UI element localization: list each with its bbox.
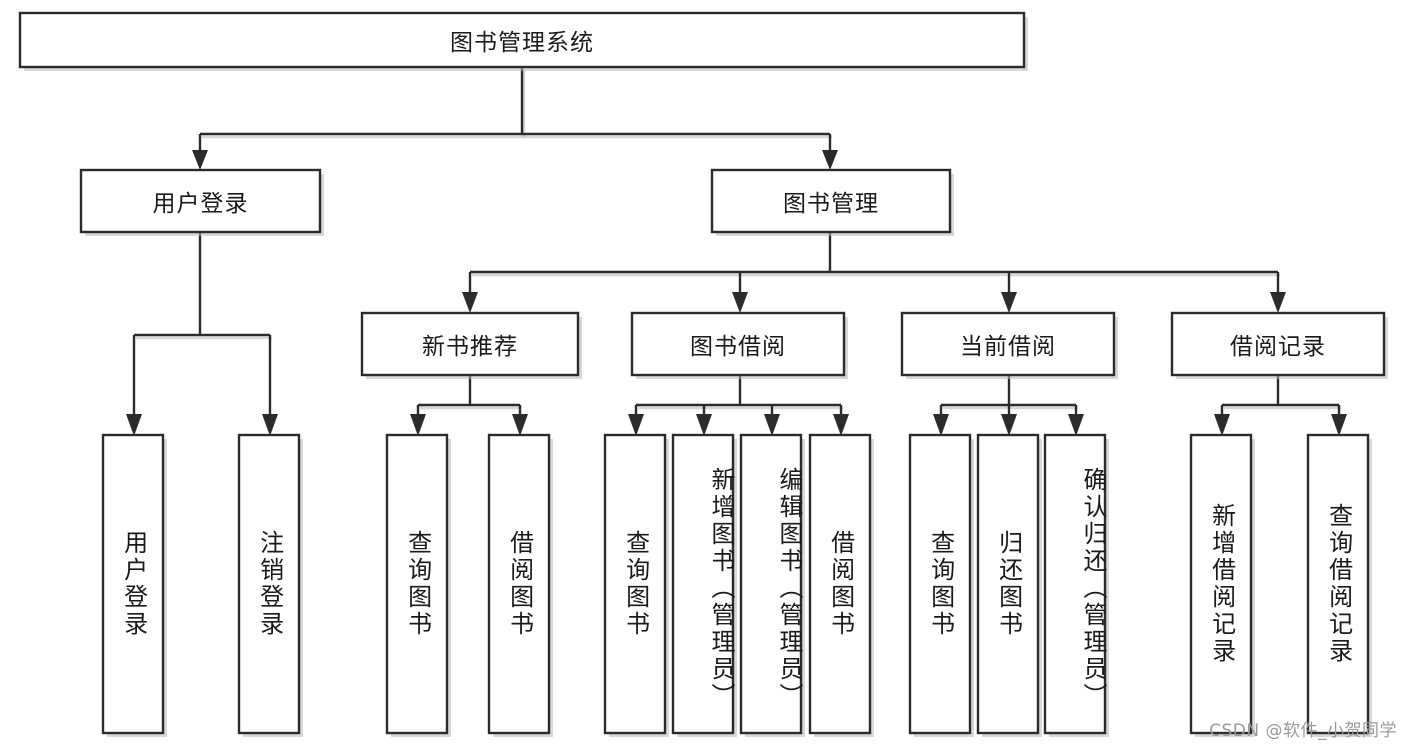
label-leaf-query-book-1: 查询图书 xyxy=(403,530,432,638)
arrow-leaf-query-book-2 xyxy=(628,414,644,436)
node-root[interactable] xyxy=(18,11,1026,69)
arrow-leaf-borrow-book-1 xyxy=(512,414,528,436)
arrow-leaf-logout xyxy=(262,414,278,436)
connector-layer xyxy=(126,67,1347,436)
node-leaf-borrow-book-2[interactable] xyxy=(808,433,872,735)
node-leaf-user-login[interactable] xyxy=(101,433,165,735)
label-leaf-borrow-book-2: 借阅图书 xyxy=(826,530,855,638)
node-leaf-return-book[interactable] xyxy=(976,433,1040,735)
node-leaf-edit-book[interactable] xyxy=(739,433,803,735)
arrow-user-login xyxy=(192,150,208,170)
arrow-book-borrow xyxy=(732,292,748,313)
node-book-borrow[interactable] xyxy=(630,311,846,377)
node-leaf-add-book[interactable] xyxy=(671,433,735,735)
box-layer xyxy=(18,11,1386,735)
label-leaf-query-record: 查询借阅记录 xyxy=(1324,503,1353,665)
label-leaf-edit-book: 编辑图书（管理员） xyxy=(775,466,803,710)
label-leaf-add-record: 新增借阅记录 xyxy=(1207,503,1236,665)
node-leaf-add-record[interactable] xyxy=(1189,433,1253,735)
label-leaf-borrow-book-1: 借阅图书 xyxy=(505,530,534,638)
label-leaf-query-book-3: 查询图书 xyxy=(926,530,955,638)
node-book-management[interactable] xyxy=(710,168,952,234)
arrow-leaf-confirm-return xyxy=(1068,414,1084,436)
node-leaf-borrow-book-1[interactable] xyxy=(487,433,551,735)
label-book-management: 图书管理 xyxy=(783,191,879,217)
arrow-leaf-user-login xyxy=(126,414,142,436)
arrow-leaf-query-record xyxy=(1331,414,1347,436)
arrow-borrow-record xyxy=(1270,292,1286,313)
arrow-leaf-add-book xyxy=(696,414,712,436)
label-leaf-logout: 注销登录 xyxy=(255,530,284,638)
node-new-book-recommend[interactable] xyxy=(360,311,580,377)
label-current-borrow: 当前借阅 xyxy=(960,334,1056,360)
node-user-login[interactable] xyxy=(79,168,322,234)
node-current-borrow[interactable] xyxy=(900,311,1116,377)
label-leaf-add-book: 新增图书（管理员） xyxy=(707,466,735,710)
node-leaf-query-book-2[interactable] xyxy=(603,433,667,735)
arrow-book-management xyxy=(822,150,838,170)
arrow-current-borrow xyxy=(1001,292,1017,313)
label-leaf-query-book-2: 查询图书 xyxy=(621,530,650,638)
node-borrow-record[interactable] xyxy=(1170,311,1386,377)
arrow-leaf-return-book xyxy=(1001,414,1017,436)
label-leaf-return-book: 归还图书 xyxy=(994,530,1023,638)
label-borrow-record: 借阅记录 xyxy=(1230,334,1326,360)
arrow-new-book-recommend xyxy=(462,292,478,313)
arrow-leaf-query-book-1 xyxy=(410,414,426,436)
label-user-login: 用户登录 xyxy=(152,191,249,217)
label-new-book-recommend: 新书推荐 xyxy=(422,334,518,360)
arrow-leaf-query-book-3 xyxy=(933,414,949,436)
node-leaf-query-book-3[interactable] xyxy=(908,433,972,735)
arrow-leaf-borrow-book-2 xyxy=(833,414,849,436)
label-leaf-user-login: 用户登录 xyxy=(119,530,148,638)
arrow-leaf-edit-book xyxy=(764,414,780,436)
watermark-text: CSDN @软件_小贺同学 xyxy=(1209,721,1397,741)
label-book-borrow: 图书借阅 xyxy=(690,334,786,360)
node-leaf-query-book-1[interactable] xyxy=(385,433,449,735)
arrow-leaf-add-record xyxy=(1214,414,1230,436)
label-root: 图书管理系统 xyxy=(450,30,594,56)
node-leaf-query-record[interactable] xyxy=(1306,433,1370,735)
node-leaf-confirm-return[interactable] xyxy=(1043,433,1107,735)
node-leaf-logout[interactable] xyxy=(237,433,301,735)
label-leaf-confirm-return: 确认归还（管理员） xyxy=(1079,466,1107,710)
